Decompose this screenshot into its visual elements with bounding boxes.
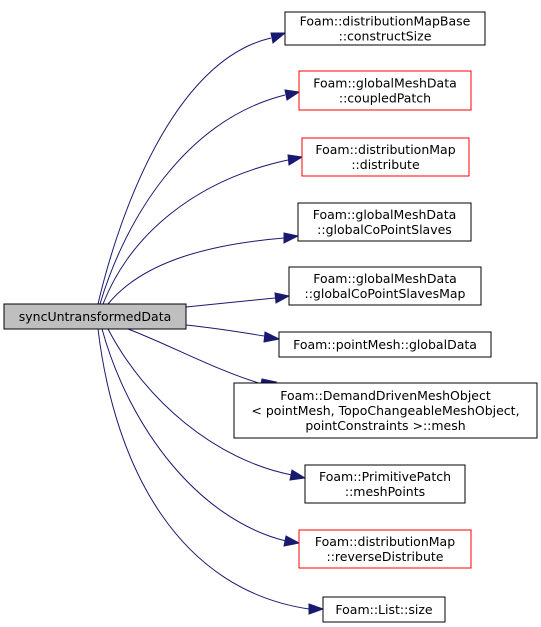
- callee-node[interactable]: Foam::distributionMap::distribute: [301, 137, 470, 177]
- call-edge: [127, 328, 278, 390]
- arrowhead-icon: [284, 89, 301, 101]
- callee-node[interactable]: Foam::globalMeshData::globalCoPointSlave…: [288, 266, 482, 306]
- callee-node-box: [288, 266, 482, 306]
- callee-node[interactable]: Foam::globalMeshData::globalCoPointSlave…: [297, 202, 472, 242]
- callee-node-label: ::constructSize: [339, 29, 432, 44]
- call-edge-line: [127, 328, 263, 385]
- call-edge-line: [107, 328, 293, 476]
- callee-node-label: ::coupledPatch: [339, 91, 431, 106]
- callee-node-box: [284, 11, 486, 46]
- arrowhead-icon: [308, 603, 325, 615]
- callee-node-label: ::meshPoints: [345, 484, 425, 499]
- callee-node-label: Foam::List::size: [335, 602, 432, 617]
- callee-node-label: ::reverseDistribute: [327, 549, 444, 564]
- arrowhead-icon: [270, 32, 287, 44]
- callee-node-label: Foam::globalMeshData: [313, 271, 457, 286]
- callee-node-label: ::globalCoPointSlaves: [317, 222, 452, 237]
- call-edge-line: [101, 328, 287, 542]
- callee-node-box: [278, 331, 492, 358]
- callee-node-label: Foam::DemandDrivenMeshObject: [280, 388, 491, 403]
- call-edge: [102, 154, 304, 305]
- call-edge: [99, 89, 301, 305]
- callee-node[interactable]: Foam::distributionMapBase::constructSize: [284, 11, 486, 46]
- callee-node-label: ::globalCoPointSlavesMap: [304, 286, 465, 301]
- callee-node-label: < pointMesh, TopoChangeableMeshObject,: [251, 403, 519, 418]
- callee-node-box: [233, 382, 538, 439]
- arrowhead-icon: [274, 292, 291, 304]
- callee-node-label: Foam::pointMesh::globalData: [293, 337, 477, 352]
- callee-node-label: Foam::distributionMap: [315, 534, 455, 549]
- arrowhead-icon: [283, 535, 301, 547]
- call-edge: [97, 32, 287, 305]
- root-function-label: syncUntransformedData: [19, 309, 172, 324]
- callee-node[interactable]: Foam::pointMesh::globalData: [278, 331, 492, 358]
- call-edge-line: [97, 328, 310, 610]
- callee-node-box: [301, 137, 470, 177]
- call-edge-line: [185, 324, 265, 337]
- call-edge-line: [107, 237, 285, 305]
- callee-node[interactable]: Foam::PrimitivePatch::meshPoints: [304, 464, 466, 504]
- call-edge: [101, 328, 301, 547]
- arrowhead-icon: [283, 232, 300, 244]
- callee-node-label: Foam::distributionMapBase: [300, 14, 471, 29]
- callee-node-label: Foam::globalMeshData: [313, 207, 457, 222]
- callee-node-label: Foam::PrimitivePatch: [319, 469, 451, 484]
- arrowhead-icon: [289, 469, 307, 481]
- call-edge: [107, 232, 300, 305]
- call-edge-line: [99, 94, 286, 305]
- root-function-node[interactable]: syncUntransformedData: [3, 303, 187, 330]
- arrowhead-icon: [287, 154, 304, 166]
- callee-node[interactable]: Foam::distributionMap::reverseDistribute: [298, 529, 472, 569]
- callee-node-label: ::distribute: [351, 157, 420, 172]
- callee-node-box: [297, 202, 472, 242]
- call-edge: [107, 328, 307, 481]
- callee-node-label: Foam::distributionMap: [315, 142, 455, 157]
- callee-node-label: pointConstraints >::mesh: [305, 418, 465, 433]
- callee-node[interactable]: Foam::DemandDrivenMeshObject< pointMesh,…: [233, 382, 538, 439]
- callee-node[interactable]: Foam::List::size: [322, 596, 446, 623]
- call-edge: [185, 292, 291, 308]
- callee-node-label: Foam::globalMeshData: [313, 76, 457, 91]
- callee-node-box: [298, 70, 472, 111]
- arrowhead-icon: [263, 331, 281, 343]
- call-edge: [97, 328, 325, 615]
- call-edge-line: [185, 297, 276, 308]
- callee-node-box: [298, 529, 472, 569]
- callee-node-box: [322, 596, 446, 623]
- call-edge: [185, 324, 281, 343]
- callee-node-box: [304, 464, 466, 504]
- call-nodes: syncUntransformedData Foam::distribution…: [3, 11, 538, 623]
- call-edge-line: [102, 159, 289, 305]
- callee-node[interactable]: Foam::globalMeshData::coupledPatch: [298, 70, 472, 111]
- call-edge-line: [97, 37, 272, 305]
